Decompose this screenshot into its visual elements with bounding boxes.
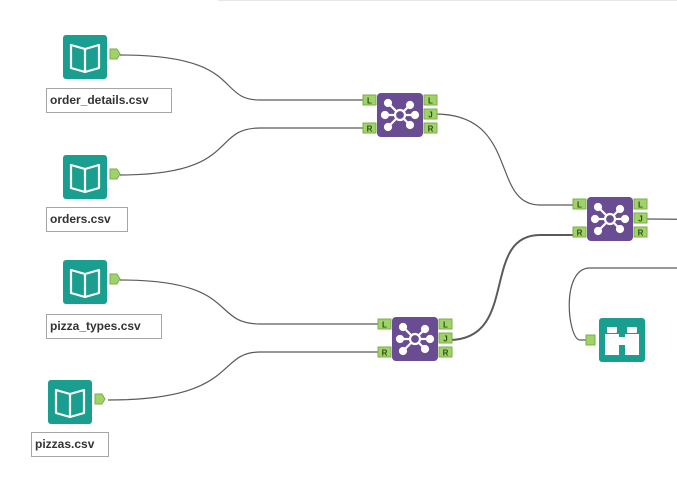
connection-join-2-to-join-3[interactable] [448, 234, 575, 341]
anchor-label: L [577, 201, 582, 210]
book-icon [69, 43, 101, 74]
input-tool-pizzas[interactable] [48, 380, 106, 424]
join-tool-3[interactable]: L R L J R [572, 197, 648, 241]
anchor-label: R [638, 229, 644, 238]
connection-pizza-types-to-join-2[interactable] [119, 279, 380, 325]
output-anchor-left[interactable]: L [633, 198, 648, 210]
input-label-pizza-types[interactable]: pizza_types.csv [46, 314, 162, 339]
connection-join-3-to-browse[interactable] [644, 218, 677, 220]
input-anchor-right[interactable]: R [572, 226, 587, 238]
input-label-order-details[interactable]: order_details.csv [46, 88, 172, 113]
output-anchor[interactable] [94, 393, 106, 405]
connection-join-1-to-join-3[interactable] [434, 113, 575, 206]
book-icon [69, 268, 101, 299]
anchor-label: L [367, 97, 372, 106]
anchor-label: L [638, 201, 643, 210]
connection-pizzas-to-join-2[interactable] [107, 351, 380, 401]
connection-join-3-to-browse-down[interactable] [568, 267, 677, 341]
output-anchor[interactable] [109, 273, 121, 285]
input-label-text: order_details.csv [50, 93, 149, 107]
anchor-label: L [428, 97, 433, 106]
connection-orders-to-join-1[interactable] [119, 127, 365, 176]
anchor-label: J [443, 335, 447, 344]
anchor-label: J [638, 215, 642, 224]
output-anchor-left[interactable]: L [438, 318, 453, 330]
anchor-label: R [382, 349, 388, 358]
anchor-label: R [577, 229, 583, 238]
output-anchor-join[interactable]: J [633, 212, 648, 224]
input-label-orders[interactable]: orders.csv [46, 207, 128, 232]
output-anchor-right[interactable]: R [423, 122, 438, 134]
input-tool-order-details[interactable] [63, 35, 121, 79]
input-anchor-right[interactable]: R [362, 122, 377, 134]
connection-order-details-to-join-1[interactable] [119, 54, 365, 101]
input-label-pizzas[interactable]: pizzas.csv [31, 432, 109, 457]
input-anchor[interactable] [585, 334, 596, 346]
input-label-text: orders.csv [50, 212, 111, 226]
join-tool-1[interactable]: L R L J R [362, 93, 438, 137]
anchor-label: L [382, 321, 387, 330]
join-icon [395, 322, 435, 356]
output-anchor[interactable] [109, 48, 121, 60]
output-anchor[interactable] [109, 168, 121, 180]
anchor-label: R [443, 349, 449, 358]
browse-tool[interactable] [585, 318, 645, 362]
binoculars-icon [605, 327, 639, 355]
join-tool-2[interactable]: L R L J R [377, 317, 453, 361]
canvas-top-divider [218, 0, 677, 1]
output-anchor-left[interactable]: L [423, 94, 438, 106]
anchor-label: L [443, 321, 448, 330]
input-anchor-right[interactable]: R [377, 346, 392, 358]
book-icon [69, 163, 101, 194]
anchor-label: R [367, 125, 373, 134]
anchor-label: J [428, 111, 432, 120]
input-anchor-left[interactable]: L [572, 198, 587, 210]
output-anchor-right[interactable]: R [633, 226, 648, 238]
output-anchor-join[interactable]: J [438, 332, 453, 344]
input-label-text: pizza_types.csv [50, 319, 141, 333]
input-label-text: pizzas.csv [35, 437, 95, 451]
anchor-label: R [428, 125, 434, 134]
output-anchor-join[interactable]: J [423, 108, 438, 120]
book-icon [54, 388, 86, 419]
join-icon [590, 202, 630, 236]
input-anchor-left[interactable]: L [362, 94, 377, 106]
join-icon [380, 98, 420, 132]
connections [107, 54, 677, 401]
input-anchor-left[interactable]: L [377, 318, 392, 330]
input-tool-pizza-types[interactable] [63, 260, 121, 304]
input-tool-orders[interactable] [63, 155, 121, 199]
output-anchor-right[interactable]: R [438, 346, 453, 358]
